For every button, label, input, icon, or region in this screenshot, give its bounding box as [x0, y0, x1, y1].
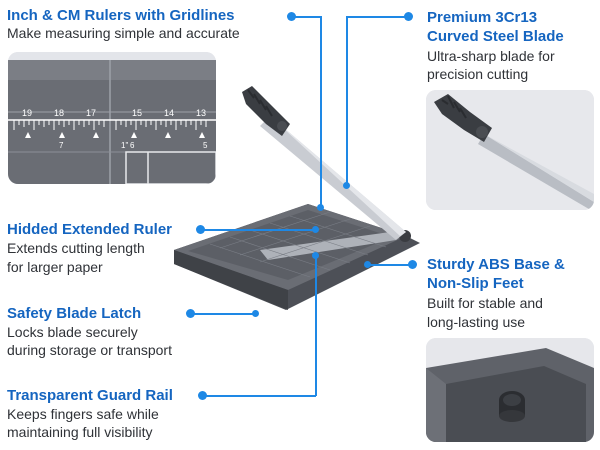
ruler-sub-number: 5	[203, 141, 208, 150]
connector-line	[293, 16, 321, 18]
ruler-closeup-image: 19 18 17 15 14 13 7 6 5 1"	[8, 52, 216, 184]
rulers-desc: Make measuring simple and accurate	[7, 25, 240, 41]
latch-title: Safety Blade Latch	[7, 305, 142, 322]
callout-dot	[312, 252, 319, 259]
guard-rail-desc-line1: Keeps fingers safe while	[7, 406, 159, 422]
guard-rail-title: Transparent Guard Rail	[7, 387, 173, 404]
ruler-number: 18	[54, 108, 64, 118]
extended-ruler-desc-line1: Extends cutting length	[7, 240, 145, 256]
callout-dot	[364, 261, 371, 268]
callout-dot	[312, 226, 319, 233]
blade-title-line2: Curved Steel Blade	[427, 28, 564, 45]
callout-dot	[404, 12, 413, 21]
latch-desc-line2: during storage or transport	[7, 342, 172, 358]
base-title-line1: Sturdy ABS Base &	[427, 256, 565, 273]
paper-cutter-image	[160, 80, 420, 310]
callout-dot	[343, 182, 350, 189]
rulers-title: Inch & CM Rulers with Gridlines	[7, 7, 235, 24]
ruler-unit-label: 1"	[121, 141, 128, 150]
ruler-sub-number: 6	[130, 141, 135, 150]
extended-ruler-title: Hidded Extended Ruler	[7, 221, 173, 238]
blade-desc-line2: precision cutting	[427, 66, 529, 82]
base-desc-line1: Built for stable and	[427, 295, 543, 311]
base-title-line2: Non-Slip Feet	[427, 275, 524, 292]
base-closeup-image	[426, 338, 594, 442]
ruler-number: 17	[86, 108, 96, 118]
base-desc-line2: long-lasting use	[427, 314, 526, 330]
callout-dot	[186, 309, 195, 318]
connector-line	[368, 264, 412, 266]
ruler-sub-number: 7	[59, 141, 64, 150]
connector-line	[315, 256, 317, 396]
latch-desc-line1: Locks blade securely	[7, 324, 138, 340]
callout-dot	[287, 12, 296, 21]
connector-line	[346, 16, 408, 18]
connector-line	[202, 395, 316, 397]
blade-title-line1: Premium 3Cr13	[427, 9, 538, 26]
callout-dot	[198, 391, 207, 400]
ruler-number: 19	[22, 108, 32, 118]
callout-dot	[408, 260, 417, 269]
connector-line	[190, 313, 256, 315]
blade-desc-line1: Ultra-sharp blade for	[427, 48, 555, 64]
ruler-number: 15	[132, 108, 142, 118]
ruler-number: 13	[196, 108, 206, 118]
connector-line	[320, 16, 322, 208]
callout-dot	[252, 310, 259, 317]
ruler-number: 14	[164, 108, 174, 118]
callout-dot	[317, 204, 324, 211]
callout-dot	[196, 225, 205, 234]
guard-rail-desc-line2: maintaining full visibility	[7, 424, 153, 440]
extended-ruler-desc-line2: for larger paper	[7, 259, 103, 275]
connector-line	[346, 16, 348, 186]
blade-closeup-image	[426, 90, 594, 210]
connector-line	[200, 229, 314, 231]
